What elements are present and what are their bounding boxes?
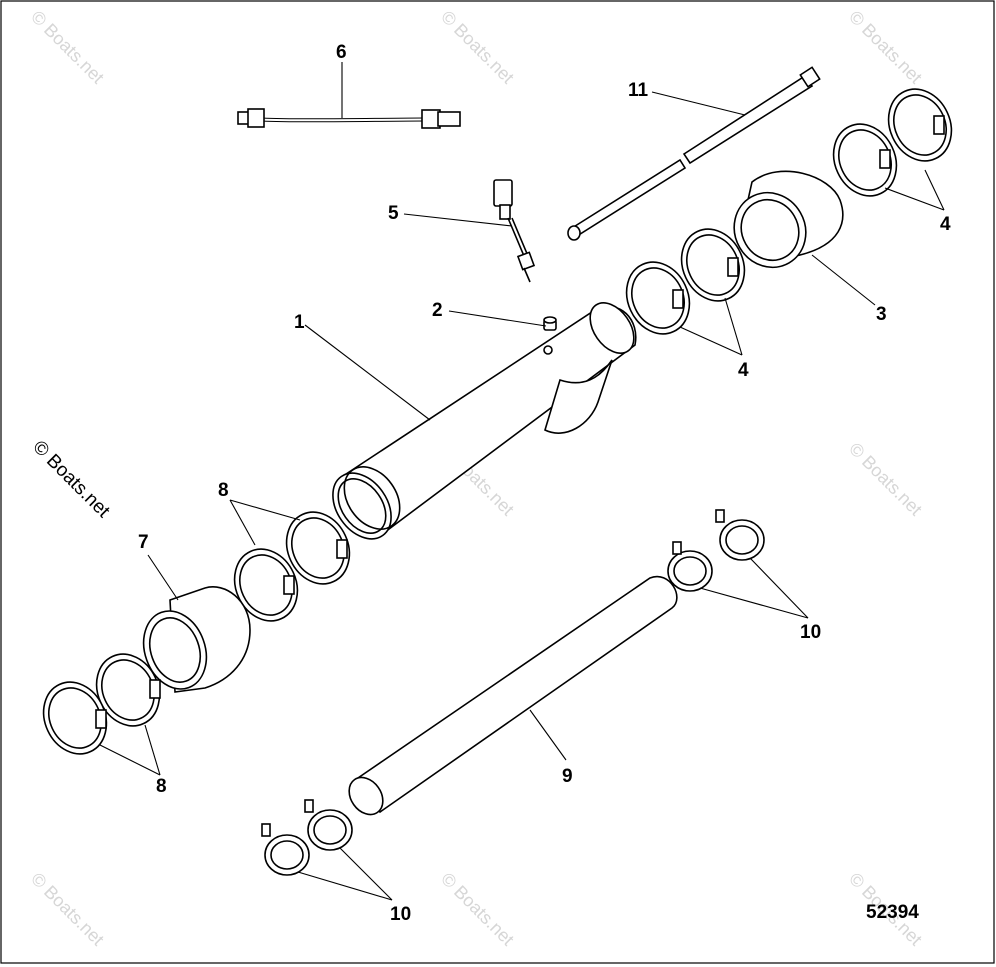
- leader-10-upper-a: [749, 557, 809, 619]
- leader-8-lower-b: [99, 744, 161, 776]
- figure-number: 52394: [866, 902, 919, 923]
- leader-4-mid-b: [679, 326, 743, 356]
- callout-10-upper: 10: [800, 622, 821, 643]
- watermark-text: © Boats.net: [845, 439, 926, 520]
- part-10-clamp-set-upper: [667, 509, 765, 592]
- leader-10-upper-b: [699, 587, 809, 619]
- callout-11: 11: [628, 80, 649, 101]
- leader-4-right-a: [924, 169, 945, 211]
- callout-1: 1: [294, 312, 305, 333]
- callout-5: 5: [388, 203, 399, 224]
- leader-1: [304, 324, 431, 421]
- part-2-fitting: [543, 316, 557, 331]
- callout-10-lower: 10: [390, 904, 411, 925]
- watermark-text: © Boats.net: [845, 7, 926, 88]
- part-4-clamp-set-right: [832, 88, 953, 197]
- leader-8-lower-a: [144, 724, 161, 776]
- part-1-main-tube: [332, 302, 637, 540]
- part-8-clamp-set-lower: [42, 653, 161, 755]
- callout-2: 2: [432, 300, 443, 321]
- leader-10-lower-a: [339, 847, 393, 901]
- leader-3: [811, 254, 876, 306]
- part-8-clamp-set-upper: [233, 511, 351, 622]
- leader-9: [529, 709, 567, 761]
- part-7-sleeve: [142, 586, 251, 693]
- callout-9: 9: [562, 766, 573, 787]
- leader-8-upper-b: [229, 499, 256, 546]
- part-9-hose: [348, 575, 678, 816]
- part-11-rod: [567, 66, 821, 241]
- leader-2: [448, 310, 547, 327]
- callout-8-lower: 8: [156, 776, 167, 797]
- leader-10-lower-b: [297, 871, 393, 901]
- part-5-sensor: [493, 179, 536, 283]
- callout-4-right: 4: [940, 214, 951, 235]
- watermarks: © Boats.net © Boats.net © Boats.net © Bo…: [27, 7, 926, 950]
- callout-4-middle: 4: [738, 360, 749, 381]
- watermark-text: © Boats.net: [27, 869, 108, 950]
- part-4-clamp-set-middle: [625, 228, 746, 335]
- leader-lines: [99, 62, 945, 901]
- watermark-copyright: © Boats.net: [28, 437, 114, 523]
- callout-6: 6: [336, 42, 347, 63]
- callout-8-upper: 8: [218, 480, 229, 501]
- callout-3: 3: [876, 304, 887, 325]
- watermark-text: © Boats.net: [437, 869, 518, 950]
- callout-labels: 6 11 5 2 1 3 4 4 8 7 8 9 10 10: [138, 42, 951, 925]
- leader-5: [403, 213, 513, 227]
- part-3-coupler: [733, 170, 844, 269]
- watermark-text: © Boats.net: [437, 7, 518, 88]
- leader-8-upper-a: [229, 499, 301, 521]
- callout-7: 7: [138, 532, 149, 553]
- part-6-wiring-harness: [237, 108, 461, 129]
- leader-4-mid-a: [724, 297, 743, 356]
- watermark-text: © Boats.net: [27, 7, 108, 88]
- part-10-clamp-set-lower: [261, 799, 353, 876]
- leader-4-right-b: [884, 187, 945, 211]
- leader-7: [147, 554, 179, 601]
- leader-11: [651, 91, 746, 116]
